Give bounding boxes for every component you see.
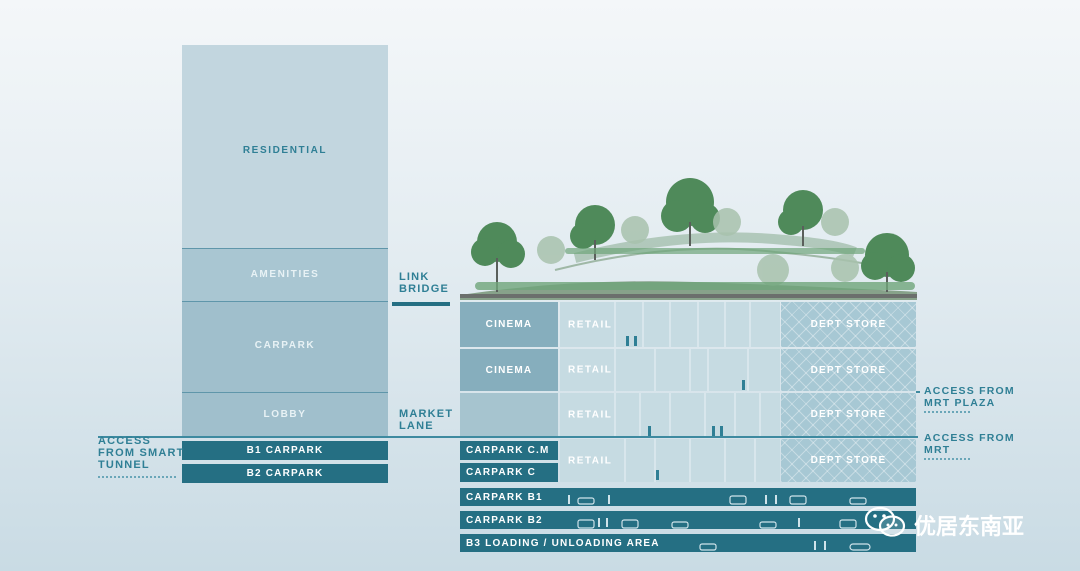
tower-b1-carpark: B1 CARPARK [182,441,388,460]
access-mrt-plaza-dots [924,411,970,415]
retail-label-3: RETAIL [568,409,613,420]
residential-block [182,45,388,248]
access-mrt-plaza-label: ACCESS FROM MRT PLAZA [924,385,1015,409]
cinema-2: CINEMA [460,349,558,391]
dept-store-3: DEPT STORE [781,393,916,436]
retail-row-2: RETAIL [560,349,780,391]
residential-label: RESIDENTIAL [242,144,328,156]
retail-label-1: RETAIL [568,319,613,330]
tower-carpark-block [182,301,388,393]
cinema-1: CINEMA [460,302,558,347]
dept-store-2: DEPT STORE [781,349,916,391]
market-lane-label: MARKET LANE [399,408,454,432]
dept-store-4: DEPT STORE [781,439,916,482]
amenities-label: AMENITIES [250,268,320,280]
access-smart-tunnel-dots [98,476,176,480]
access-mrt-dots [924,458,970,462]
wechat-icon [864,506,906,537]
retail-label-4: RETAIL [568,455,613,466]
access-smart-tunnel-label: ACCESS FROM SMART TUNNEL [98,435,185,471]
tower-b2-carpark: B2 CARPARK [182,464,388,483]
carpark-b2: CARPARK B2 [460,511,916,529]
access-mrt-label: ACCESS FROM MRT [924,432,1015,456]
watermark-text: 优居东南亚 [914,515,1025,540]
tower-carpark-label: CARPARK [254,339,316,351]
dept-store-1: DEPT STORE [781,302,916,347]
amenities-block [182,248,388,302]
market-lane-block [460,393,558,436]
lobby-label: LOBBY [263,408,307,420]
basement-vehicles [568,495,871,551]
retail-label-2: RETAIL [568,364,613,376]
b3-loading-area: B3 LOADING / UNLOADING AREA [460,534,916,552]
roof-garden [460,178,917,300]
ground-line [98,436,918,438]
link-bridge-bar [392,302,450,306]
link-bridge-label: LINK BRIDGE [399,271,449,295]
carpark-c: CARPARK C [460,463,558,482]
retail-row-4: RETAIL [560,439,780,482]
retail-partitions [614,302,761,482]
carpark-b1: CARPARK B1 [460,488,916,506]
carpark-cm: CARPARK C.M [460,441,558,460]
mrt-plaza-line [916,391,920,393]
lobby-block [182,392,388,438]
